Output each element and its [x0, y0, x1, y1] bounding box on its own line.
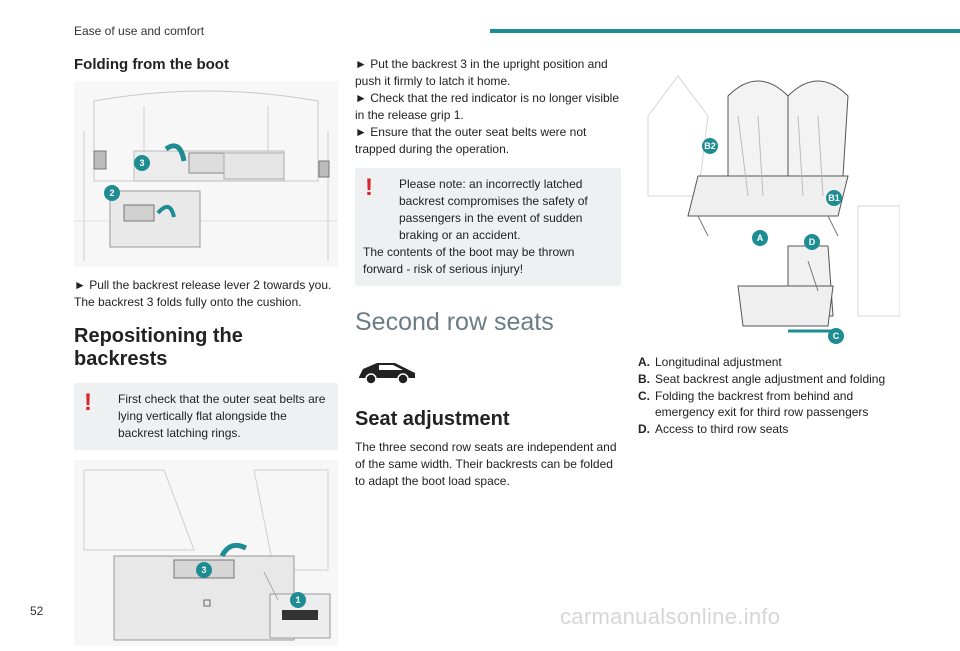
legend: A. Longitudinal adjustment B. Seat backr…	[638, 354, 900, 437]
callout-D: D	[804, 234, 820, 250]
warning-note: ! First check that the outer seat belts …	[74, 383, 338, 450]
warning-text: First check that the outer seat belts ar…	[118, 392, 326, 440]
boot-illustration	[74, 81, 338, 267]
car-icon	[355, 357, 621, 390]
column-right: B2 B1 A D C A. Longitudinal adjustment B…	[638, 56, 901, 438]
column-left: Folding from the boot 3 2 ► Pull the bac…	[74, 56, 338, 646]
warning-text-2a: Please note: an incorrectly latched back…	[399, 177, 588, 242]
header-accent-bar	[490, 29, 960, 33]
step-3: ► Ensure that the outer seat belts were …	[355, 125, 587, 156]
callout-A: A	[752, 230, 768, 246]
instruction-text: ► Pull the backrest release lever 2 towa…	[74, 278, 332, 309]
callout-3: 3	[134, 155, 150, 171]
backrest-illustration	[74, 460, 338, 646]
section-title: Second row seats	[355, 308, 554, 336]
callout-2: 2	[104, 185, 120, 201]
legend-item-c: C. Folding the backrest from behind and …	[638, 389, 869, 419]
figure-boot-folding: 3 2	[74, 81, 338, 267]
column-middle: ► Put the backrest 3 in the upright posi…	[355, 56, 621, 496]
figure-seats: B2 B1 A D C	[638, 56, 901, 346]
heading-folding-from-boot: Folding from the boot	[74, 56, 229, 73]
warning-note-2: ! Please note: an incorrectly latched ba…	[355, 168, 621, 286]
callout-C: C	[828, 328, 844, 344]
step-2: ► Check that the red indicator is no lon…	[355, 91, 620, 122]
legend-item-d: D. Access to third row seats	[638, 422, 789, 436]
seats-illustration	[647, 75, 901, 333]
legend-item-b: B. Seat backrest angle adjustment and fo…	[638, 372, 886, 386]
watermark: carmanualsonline.info	[560, 604, 781, 629]
seat-adjustment-text: The three second row seats are independe…	[355, 440, 617, 488]
figure-repositioning: 3 1	[74, 460, 338, 646]
callout-B2: B2	[702, 138, 718, 154]
warning-icon-2: !	[365, 174, 373, 201]
callout-3b: 3	[196, 562, 212, 578]
heading-repositioning-backrests: Repositioning the backrests	[74, 325, 243, 370]
callout-1: 1	[290, 592, 306, 608]
running-header: Ease of use and comfort	[74, 24, 205, 38]
callout-B1: B1	[826, 190, 842, 206]
warning-icon: !	[84, 389, 92, 416]
heading-seat-adjustment: Seat adjustment	[355, 408, 510, 430]
step-1: ► Put the backrest 3 in the upright posi…	[355, 57, 608, 88]
page-number: 52	[30, 604, 44, 618]
warning-text-2b: The contents of the boot may be thrown f…	[363, 245, 575, 276]
legend-item-a: A. Longitudinal adjustment	[638, 355, 782, 369]
